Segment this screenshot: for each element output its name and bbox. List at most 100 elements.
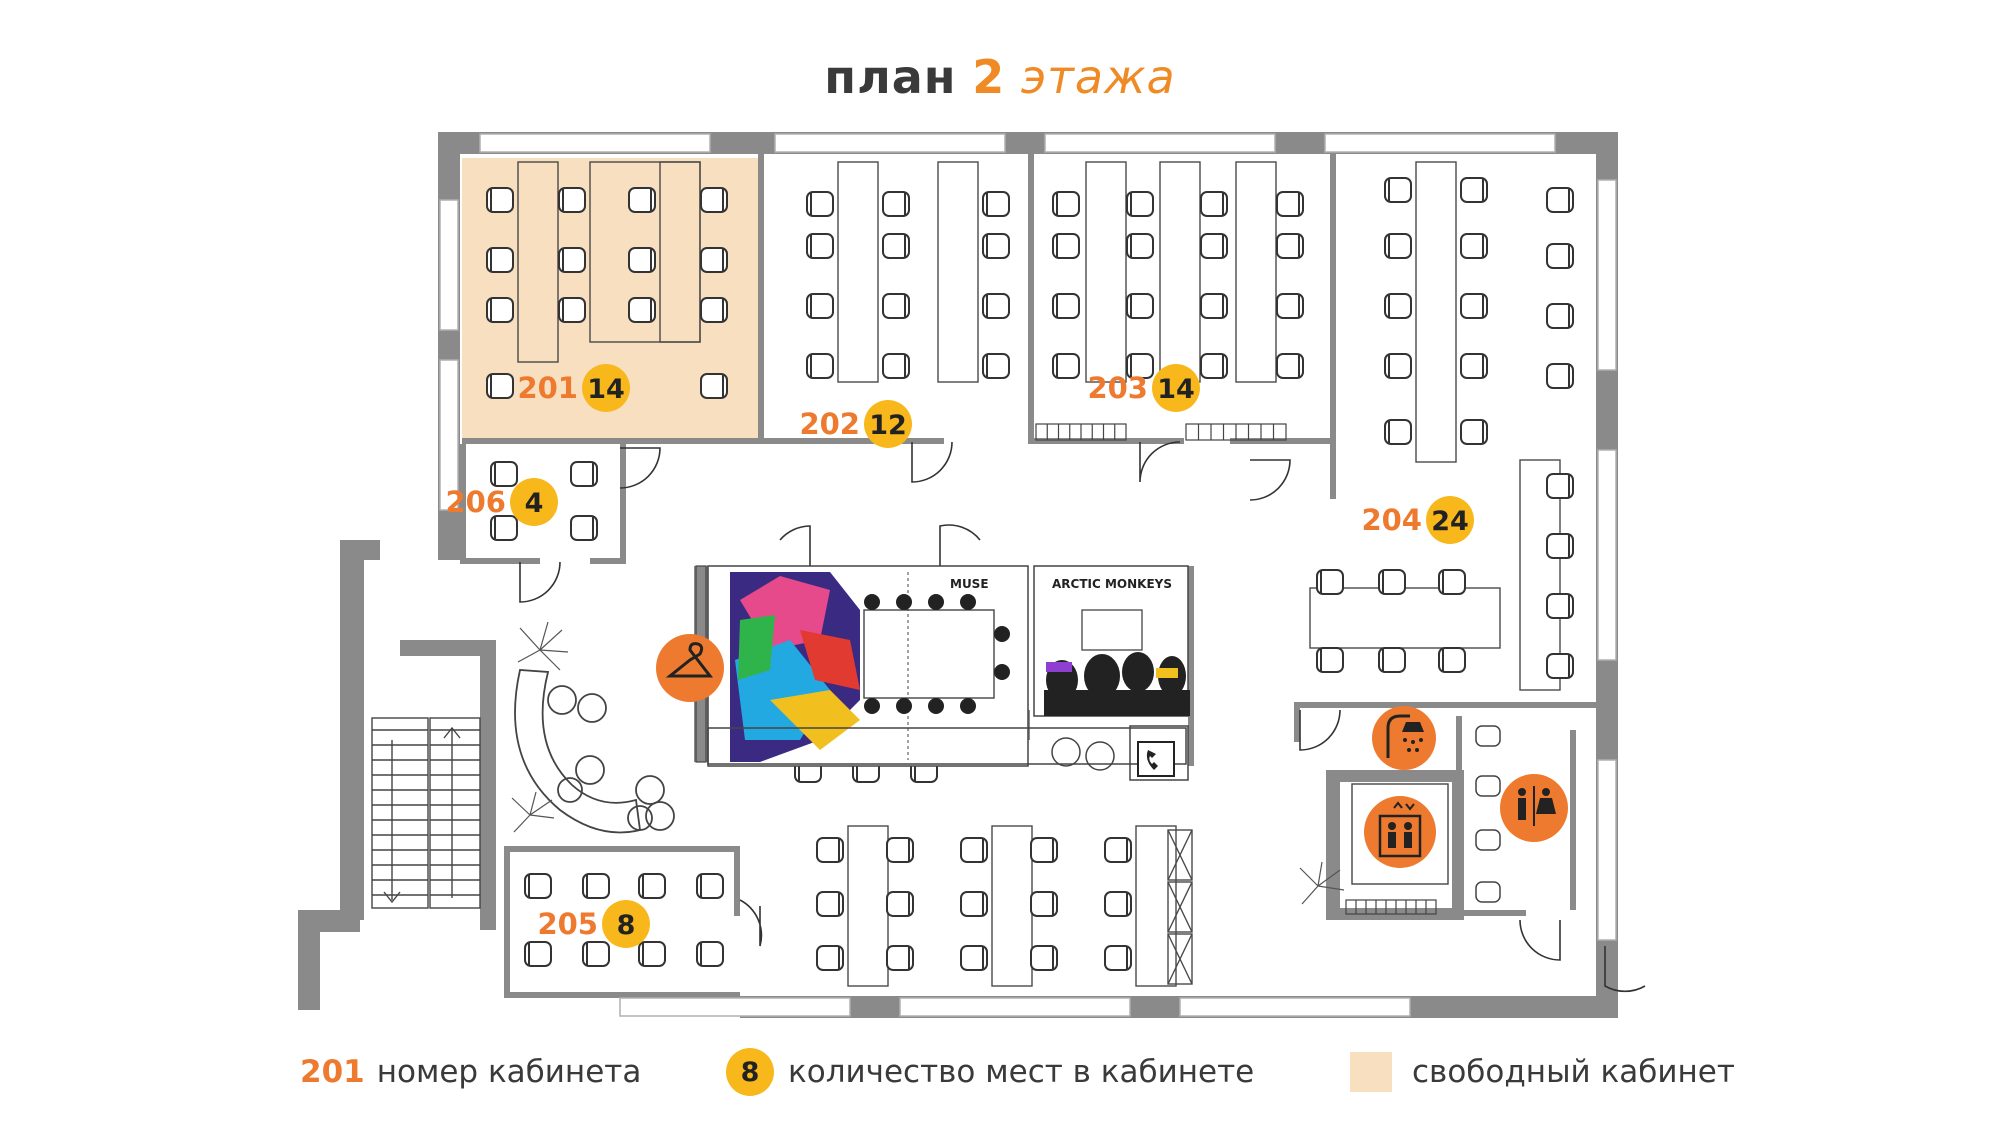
seat-badge	[864, 400, 912, 448]
lounge-table	[547, 685, 577, 715]
chair	[1126, 191, 1154, 217]
legend-seats-label: количество мест в кабинете	[788, 1054, 1255, 1090]
chair	[1460, 353, 1488, 379]
chair	[486, 187, 514, 213]
chair	[806, 191, 834, 217]
seat-badge	[1426, 496, 1474, 544]
chair	[1546, 243, 1574, 269]
chair	[582, 941, 610, 967]
desk	[1309, 587, 1501, 649]
chair	[806, 233, 834, 259]
chair	[1030, 945, 1058, 971]
chair	[1276, 191, 1304, 217]
seat-badge	[510, 478, 558, 526]
lounge-stool	[635, 775, 665, 805]
lounge-stool	[575, 755, 605, 785]
plan-title: план 2 этажа	[0, 50, 2000, 104]
doors	[519, 441, 1646, 993]
chair	[638, 873, 666, 899]
chair	[1460, 419, 1488, 445]
chair	[982, 353, 1010, 379]
poster-label-arctic-monkeys: ARCTIC MONKEYS	[1052, 577, 1172, 591]
desk	[847, 825, 889, 987]
chair	[1438, 569, 1466, 595]
chair	[1460, 177, 1488, 203]
chair	[558, 247, 586, 273]
chair	[486, 247, 514, 273]
chair	[1276, 293, 1304, 319]
legend-seats: 8 количество мест в кабинете	[726, 1047, 1254, 1097]
seat-count: 4	[525, 488, 544, 519]
lounge-stool	[645, 801, 675, 831]
legend-room-number-label: номер кабинета	[376, 1054, 642, 1090]
lounge-stool	[577, 693, 607, 723]
chair	[816, 837, 844, 863]
chair	[628, 247, 656, 273]
chair	[628, 187, 656, 213]
seat-badge	[1152, 364, 1200, 412]
lounge-area	[514, 669, 675, 834]
chair	[1104, 891, 1132, 917]
chair	[700, 247, 728, 273]
chair	[960, 891, 988, 917]
elevator-icon	[1351, 783, 1449, 885]
chair	[628, 297, 656, 323]
desk	[1159, 161, 1201, 383]
phone-booth-icon	[1137, 741, 1175, 777]
chair	[524, 873, 552, 899]
chair	[1200, 191, 1228, 217]
seat-count: 14	[1157, 374, 1195, 405]
chair	[490, 515, 518, 541]
desk	[837, 161, 879, 383]
chair	[982, 293, 1010, 319]
desk	[1235, 161, 1277, 383]
meeting-room-arctic-monkeys[interactable]: ARCTIC MONKEYS	[1033, 565, 1190, 717]
chair	[1378, 569, 1406, 595]
room-number: 201	[517, 371, 578, 405]
chair	[700, 297, 728, 323]
chair	[816, 891, 844, 917]
legend-room-number-sample: 201	[300, 1054, 365, 1090]
seat-badge	[582, 364, 630, 412]
chair	[960, 837, 988, 863]
chair	[570, 515, 598, 541]
lounge-stool	[627, 805, 653, 831]
room-label-203[interactable]: 203 14	[1087, 364, 1200, 412]
chair	[1316, 647, 1344, 673]
title-word: план	[824, 50, 957, 104]
meeting-room-muse[interactable]: MUSE	[707, 565, 1029, 767]
chair	[1052, 353, 1080, 379]
room-number: 205	[537, 907, 598, 941]
chair	[524, 941, 552, 967]
chair	[960, 945, 988, 971]
chair	[882, 191, 910, 217]
legend-free-room-label: свободный кабинет	[1412, 1054, 1735, 1090]
room-number: 203	[1087, 371, 1148, 405]
chair	[1460, 293, 1488, 319]
chair	[1546, 593, 1574, 619]
desk	[1085, 161, 1127, 383]
chair	[558, 187, 586, 213]
desk	[1135, 825, 1177, 987]
chair	[882, 353, 910, 379]
chair	[700, 187, 728, 213]
title-word-floor: этажа	[1020, 50, 1176, 104]
hanger-icon	[656, 634, 724, 702]
seat-badge	[602, 900, 650, 948]
desk	[659, 161, 701, 343]
chair	[558, 297, 586, 323]
chair	[882, 233, 910, 259]
plant-icon	[517, 621, 569, 671]
chair	[1460, 233, 1488, 259]
chair	[486, 373, 514, 399]
chair	[886, 945, 914, 971]
chair	[486, 297, 514, 323]
room-number: 206	[445, 485, 506, 519]
chair	[1200, 293, 1228, 319]
